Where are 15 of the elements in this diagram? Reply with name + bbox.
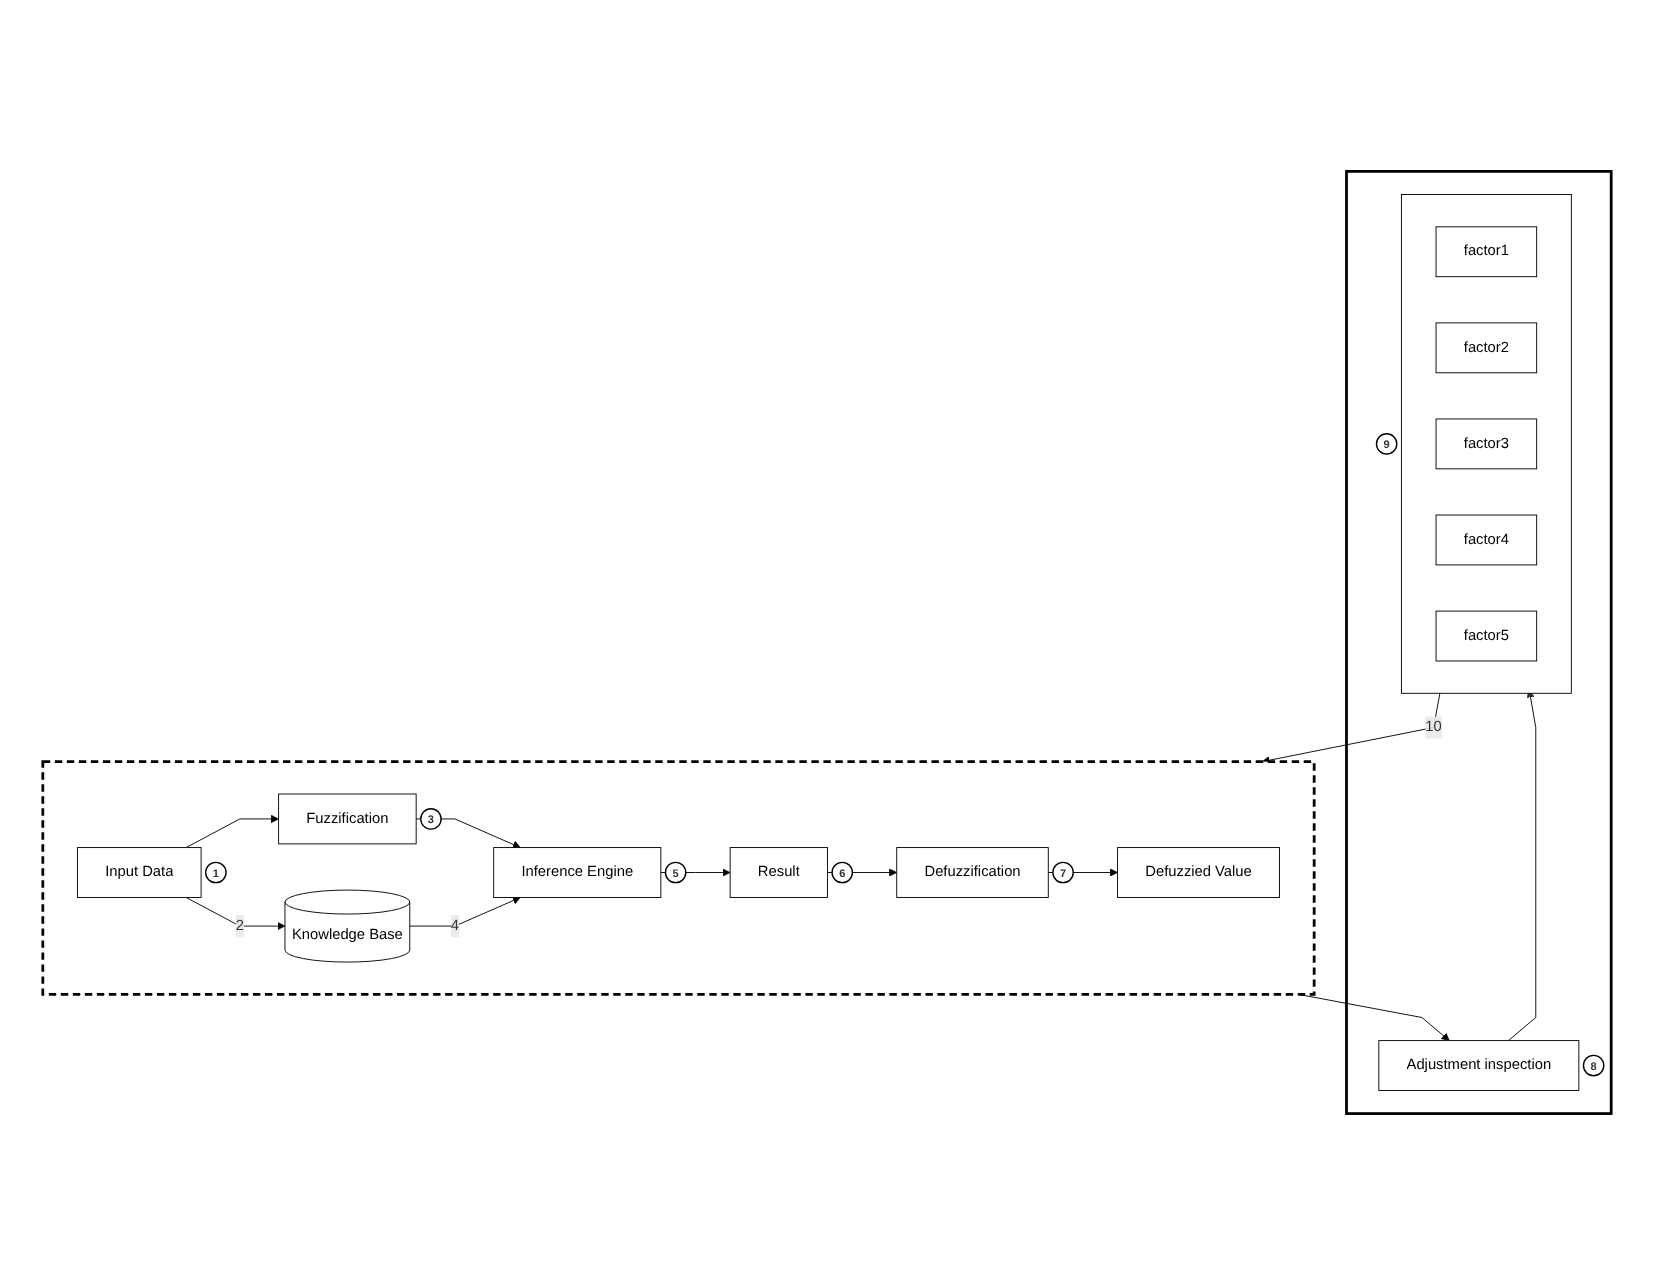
node-box [1435, 514, 1538, 565]
cluster [1400, 193, 1572, 694]
cluster [1345, 169, 1613, 1115]
node-box [1435, 610, 1538, 661]
node-box [1378, 1039, 1580, 1091]
node-box [1435, 321, 1538, 373]
node-box [77, 846, 202, 898]
node-box [278, 793, 417, 844]
cluster [41, 759, 1316, 996]
node-box [493, 846, 662, 898]
node-box [1117, 846, 1280, 898]
node-box [896, 846, 1049, 898]
node-box [1435, 418, 1538, 469]
node-box [729, 846, 828, 898]
node-box [1435, 225, 1538, 277]
